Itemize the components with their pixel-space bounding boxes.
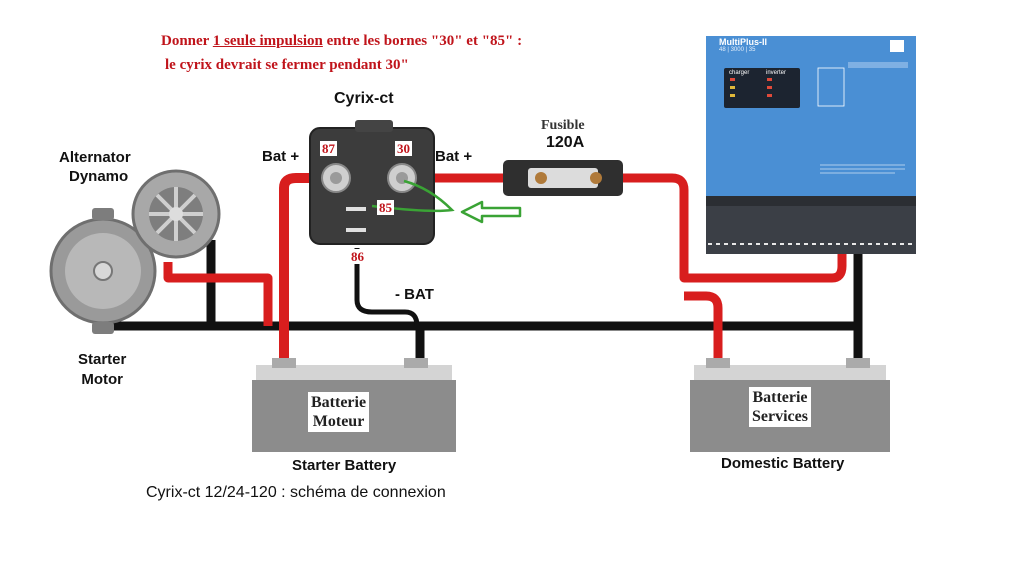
starter-battery-label-line-2: Moteur bbox=[312, 413, 365, 430]
instruction-pre: Donner bbox=[161, 33, 213, 49]
starter-motor bbox=[49, 208, 157, 334]
cyrix-relay-body bbox=[309, 120, 435, 245]
domestic-battery-label-line-1: Batterie bbox=[752, 389, 808, 406]
alternator bbox=[131, 169, 221, 259]
starter-label: Starter Motor bbox=[78, 350, 126, 390]
terminal-86-label: 86 bbox=[349, 249, 366, 264]
positive-wire-starter-battery bbox=[279, 173, 332, 362]
diagram-caption: Cyrix-ct 12/24-120 : schéma de connexion bbox=[146, 484, 446, 501]
starter-battery-caption: Starter Battery bbox=[292, 457, 397, 474]
starter-label-line-1: Starter bbox=[78, 351, 127, 368]
positive-wire-alternator bbox=[163, 262, 273, 326]
bat-plus-left-label: Bat + bbox=[262, 148, 300, 165]
positive-wire-fuse-inverter bbox=[598, 173, 847, 283]
starter-battery-label: Batterie Moteur bbox=[308, 392, 370, 432]
alternator-label-line-1: Alternator bbox=[59, 149, 131, 166]
bat-minus-label: - BAT bbox=[395, 286, 434, 303]
alternator-label-line-2: Dynamo bbox=[69, 168, 129, 185]
inverter-subtitle: 48 | 3000 | 35 bbox=[719, 47, 756, 53]
alternator-label: Alternator Dynamo bbox=[59, 148, 131, 186]
negative-wire-terminal-86 bbox=[354, 248, 420, 327]
domestic-battery-caption: Domestic Battery bbox=[721, 455, 845, 472]
positive-wire-domestic-battery bbox=[684, 291, 723, 362]
domestic-battery-label-line-2: Services bbox=[752, 408, 808, 425]
fuse-holder bbox=[503, 160, 623, 196]
starter-battery-label-line-1: Batterie bbox=[311, 394, 367, 411]
fuse-rating: 120A bbox=[546, 134, 585, 151]
starter-label-line-2: Motor bbox=[81, 371, 123, 388]
inverter-panel-inverter: inverter bbox=[766, 70, 787, 76]
domestic-battery-label: Batterie Services bbox=[749, 387, 811, 427]
instruction-post: entre les bornes "30" et "85" : bbox=[322, 33, 523, 49]
terminal-85-label: 85 bbox=[377, 200, 394, 215]
multiplus-inverter bbox=[706, 36, 916, 254]
terminal-87-label: 87 bbox=[320, 141, 337, 156]
bat-plus-right-label: Bat + bbox=[435, 148, 473, 165]
fuse-label: Fusible bbox=[541, 118, 585, 133]
instruction-line-1: Donner 1 seule impulsion entre les borne… bbox=[161, 33, 522, 50]
inverter-panel-charger: charger bbox=[729, 70, 750, 76]
instruction-line-2: le cyrix devrait se fermer pendant 30" bbox=[165, 57, 409, 73]
instruction-underlined: 1 seule impulsion bbox=[212, 33, 323, 49]
terminal-30-label: 30 bbox=[395, 141, 412, 156]
inverter-model: MultiPlus-II bbox=[719, 37, 767, 47]
pulse-arrow bbox=[371, 179, 522, 224]
relay-title: Cyrix-ct bbox=[334, 90, 394, 107]
